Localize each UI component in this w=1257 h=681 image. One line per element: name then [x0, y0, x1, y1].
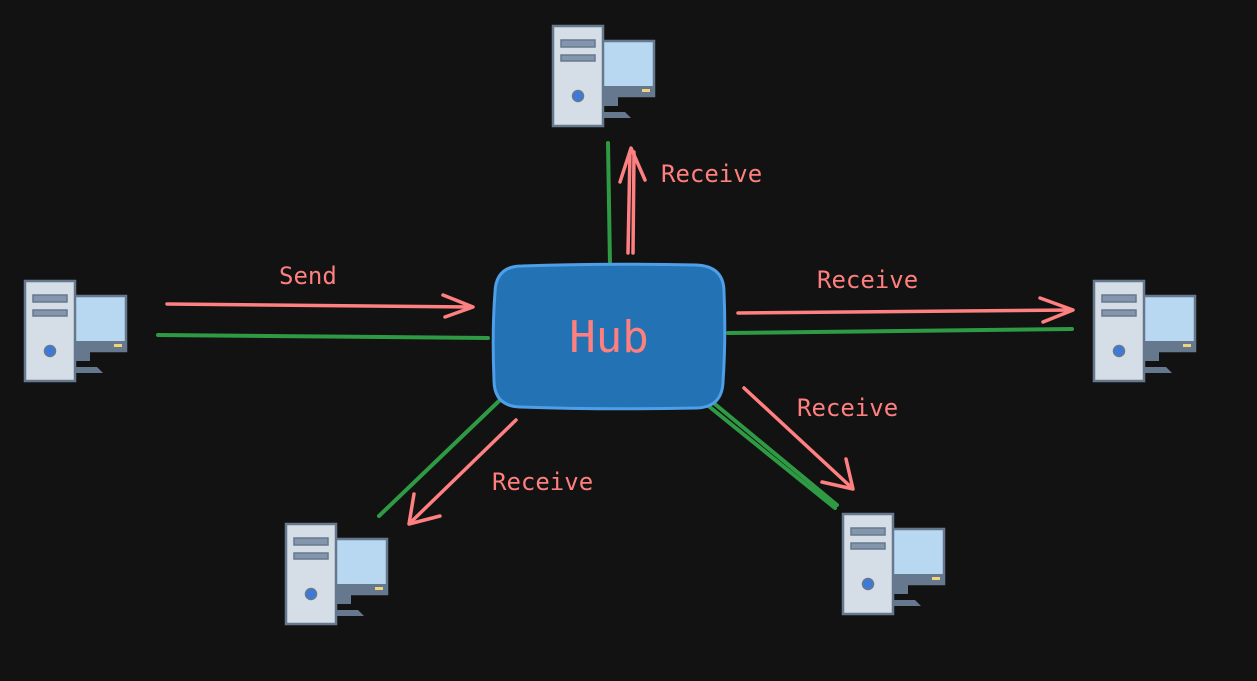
send-arrow — [165, 293, 475, 319]
cable-left — [156, 333, 490, 340]
cable-top — [606, 141, 612, 267]
receive-label-top: Receive — [661, 160, 762, 188]
receive-arrow-bottom-right — [742, 386, 855, 491]
receive-label-bottom-left: Receive — [492, 468, 593, 496]
receive-arrow-top — [618, 146, 647, 255]
computer-bottom-left-icon[interactable] — [284, 522, 389, 626]
computer-left-icon[interactable] — [23, 279, 128, 383]
cable-right — [726, 327, 1074, 335]
receive-arrow-right — [736, 296, 1075, 324]
send-label: Send — [279, 262, 337, 290]
cable-bottom-right — [704, 398, 839, 510]
receive-label-bottom-right: Receive — [797, 394, 898, 422]
computer-right-icon[interactable] — [1092, 279, 1197, 383]
computer-top-icon[interactable] — [551, 24, 656, 128]
hub[interactable]: Hub — [491, 262, 727, 411]
receive-arrow-bottom-left — [407, 418, 518, 526]
cables — [156, 141, 1074, 518]
hub-box — [491, 262, 727, 411]
computer-bottom-right-icon[interactable] — [841, 512, 946, 616]
receive-label-right: Receive — [817, 266, 918, 294]
cable-bottom-left — [377, 398, 502, 518]
arrows — [165, 146, 1075, 526]
hub-label: Hub — [569, 312, 648, 363]
